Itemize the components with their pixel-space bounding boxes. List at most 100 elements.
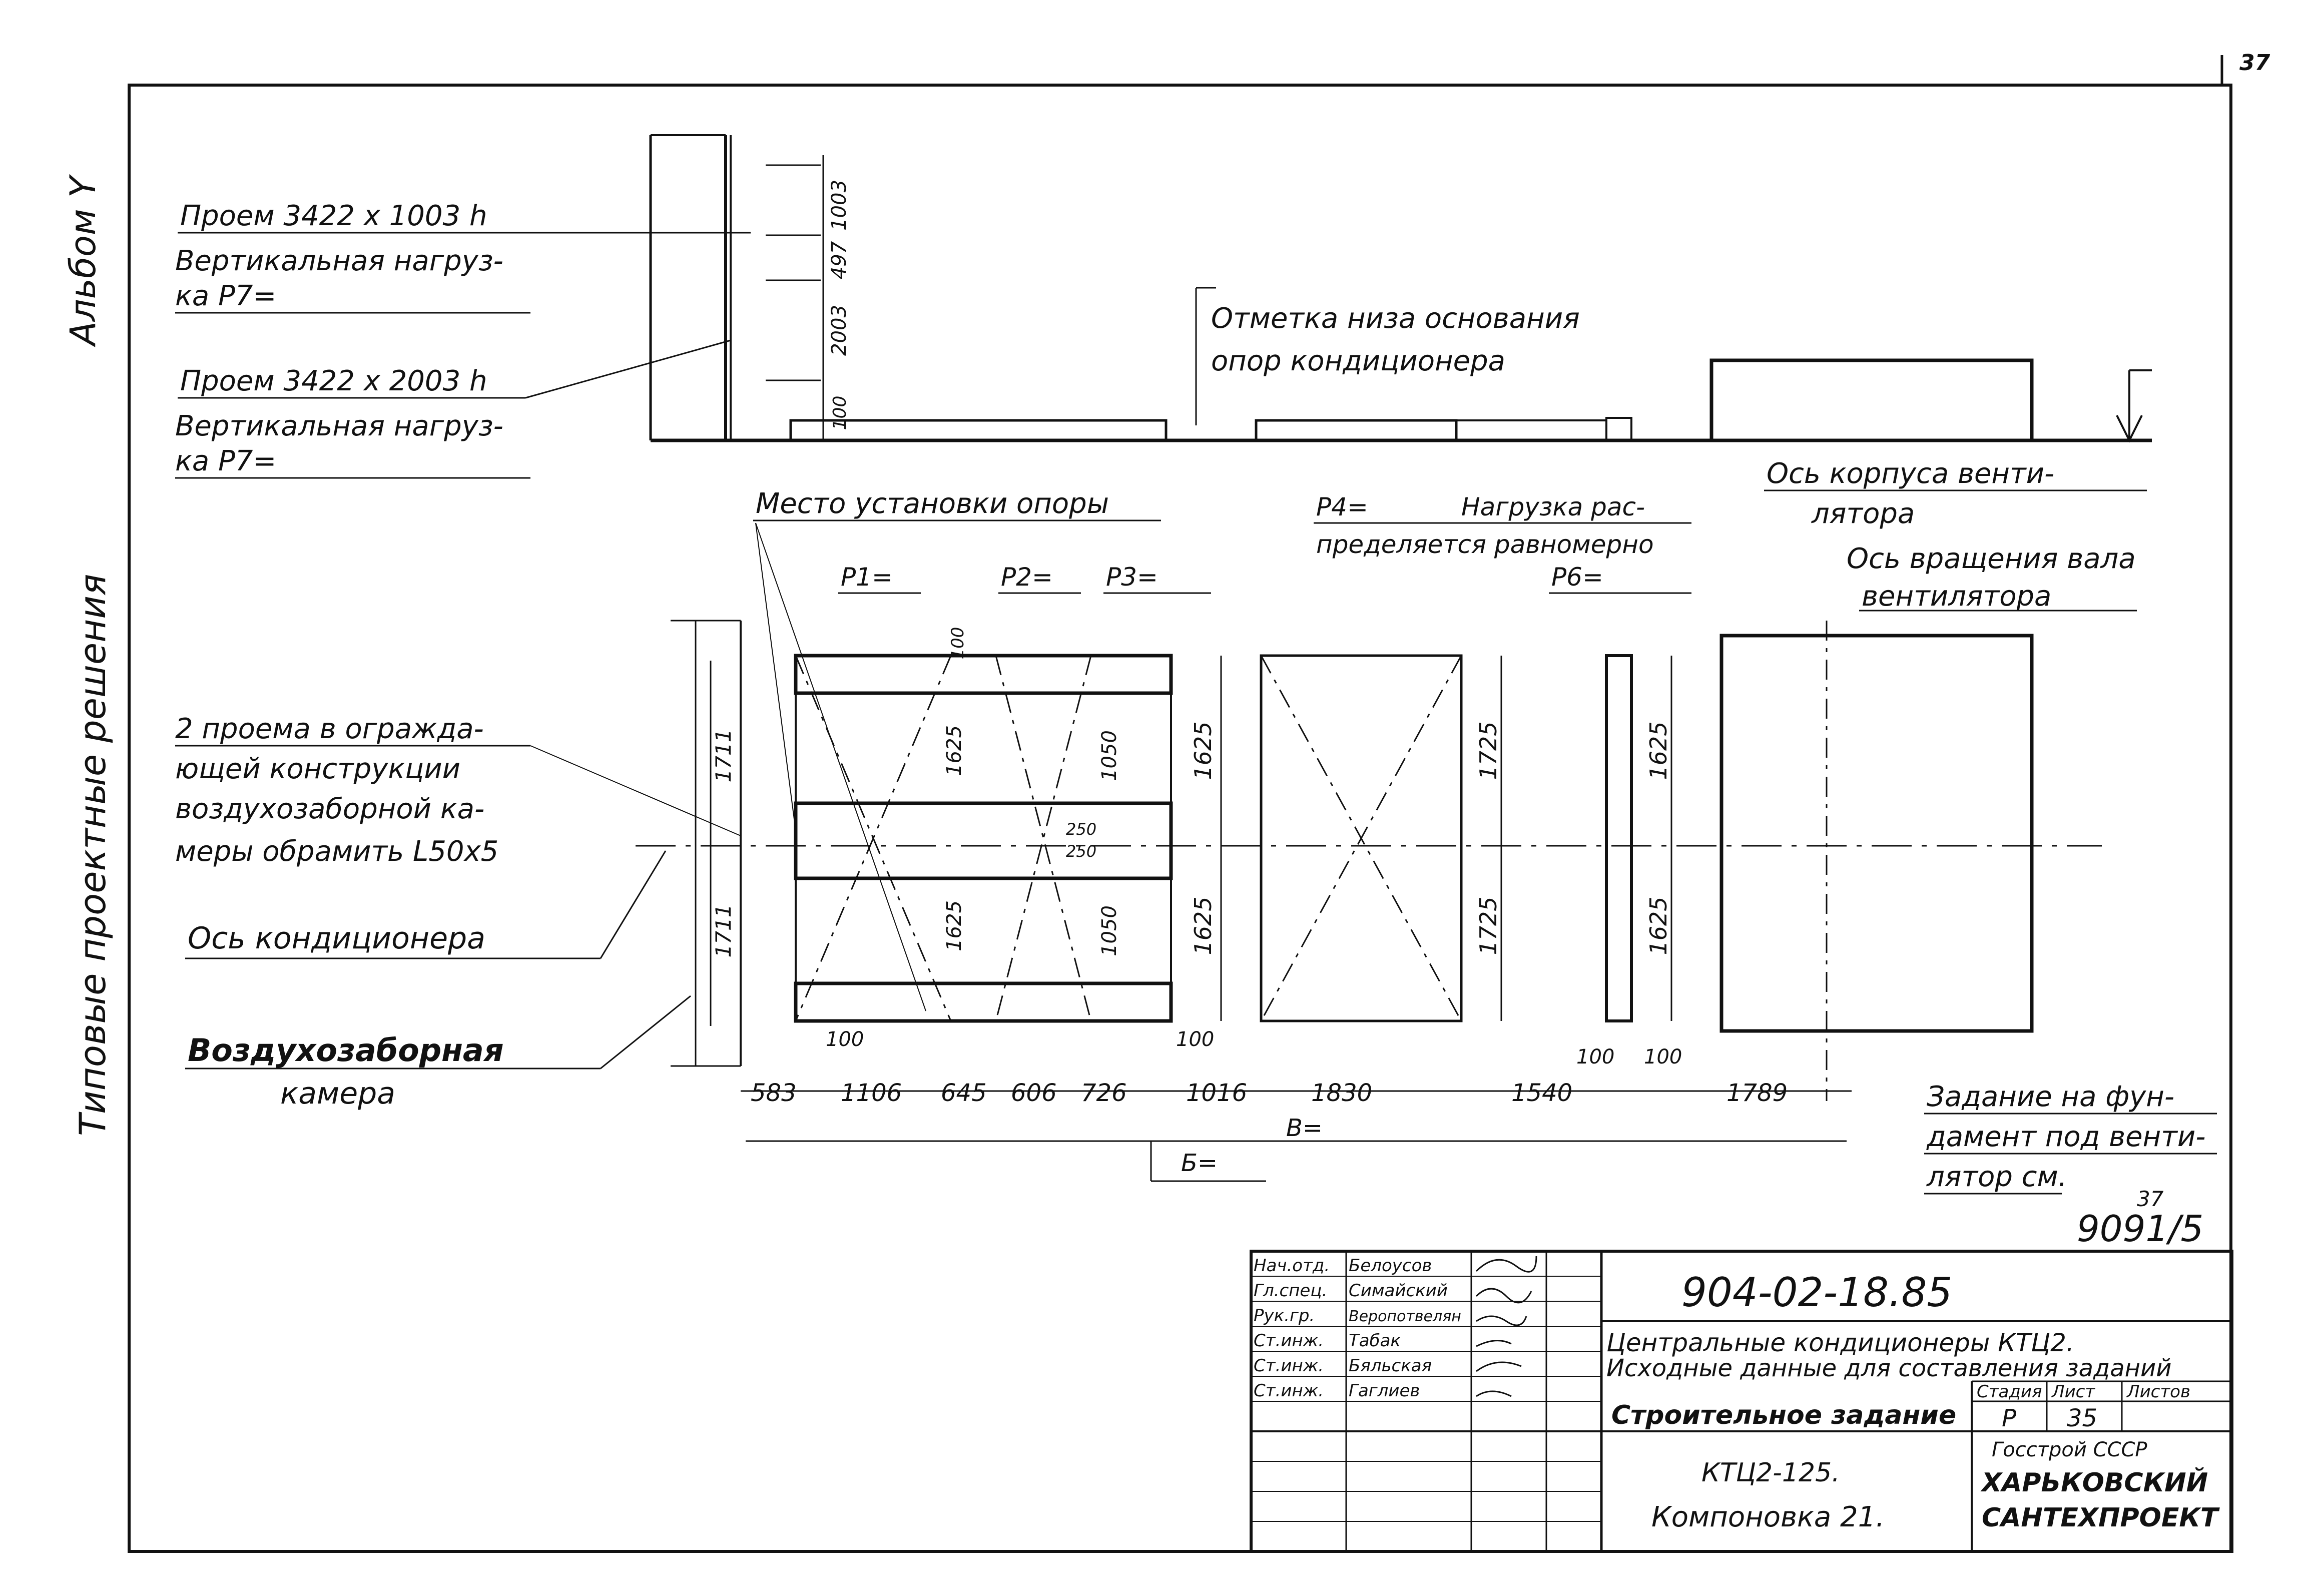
dim-1050-a: 1050: [1098, 730, 1121, 781]
dim-1016: 1016: [1186, 1079, 1247, 1107]
svg-text:Ось корпуса венти-: Ось корпуса венти-: [1767, 457, 2054, 490]
foundation-task-callout: Задание на фун- дамент под венти- лятор …: [1924, 1081, 2217, 1250]
load-p6: Р6=: [1551, 563, 1603, 592]
sheet-header: Лист: [2051, 1382, 2095, 1402]
role-3: Рук.гр.: [1254, 1306, 1315, 1326]
role-6: Ст.инж.: [1254, 1381, 1324, 1401]
sheets-header: Листов: [2126, 1382, 2190, 1402]
ref-album-number: 9091/5: [2077, 1208, 2203, 1250]
stage-value: Р: [2002, 1404, 2016, 1432]
role-5: Ст.инж.: [1254, 1356, 1324, 1376]
svg-text:воздухозаборной ка-: воздухозаборной ка-: [175, 793, 484, 825]
intake-chamber-callout: Воздухозаборная камера: [185, 995, 691, 1111]
dim-100-right: 100: [1176, 1028, 1214, 1051]
conditioner-axis-callout: Ось кондиционера: [185, 850, 667, 959]
title-line-2: Исходные данные для составления заданий: [1606, 1354, 2171, 1382]
org-line-2: ХАРЬКОВСКИЙ: [1980, 1467, 2208, 1498]
load-p4: Р4=: [1316, 492, 1368, 521]
dim-100-left: 100: [826, 1028, 864, 1051]
dim-645: 645: [941, 1079, 987, 1107]
dim-1711-bottom: 1711: [711, 904, 736, 958]
svg-text:ка Р7=: ка Р7=: [175, 280, 276, 312]
name-4: Табак: [1349, 1331, 1401, 1351]
variant-line-2: Компоновка 21.: [1651, 1501, 1885, 1533]
load-distributed-b: пределяется равномерно: [1316, 530, 1654, 559]
load-p2: Р2=: [1001, 563, 1053, 592]
typical-solutions-label: Типовые проектные решения: [72, 574, 114, 1136]
svg-text:Вертикальная нагруз-: Вертикальная нагруз-: [175, 245, 503, 277]
ref-sheet-number: 37: [2137, 1187, 2164, 1211]
role-4: Ст.инж.: [1254, 1331, 1324, 1351]
sheet-value: 35: [2067, 1404, 2097, 1432]
svg-text:меры обрамить L50х5: меры обрамить L50х5: [175, 835, 498, 868]
fan-axis-callout: Ось корпуса венти- лятора: [1764, 457, 2147, 530]
dim-1625-b: 1625: [1190, 896, 1217, 955]
name-2: Симайский: [1349, 1281, 1448, 1301]
opening-2-callout: Проем 3422 х 2003 h Вертикальная нагруз-…: [175, 339, 731, 479]
dim-583: 583: [751, 1079, 797, 1107]
dim-606: 606: [1011, 1079, 1057, 1107]
total-width-b: В=: [1286, 1114, 1323, 1142]
load-p3: Р3=: [1106, 563, 1158, 592]
signature-4: [1476, 1340, 1512, 1347]
svg-text:Ось кондиционера: Ось кондиционера: [188, 921, 485, 956]
signature-6: [1476, 1390, 1512, 1397]
svg-text:Проем 3422 х 2003 h: Проем 3422 х 2003 h: [180, 365, 487, 397]
svg-text:камера: камера: [280, 1076, 395, 1111]
signature-1: [1475, 1256, 1537, 1273]
dim-1106: 1106: [841, 1079, 902, 1107]
dim-100-pl: 100: [1576, 1045, 1614, 1069]
svg-text:Задание на фун-: Задание на фун-: [1927, 1081, 2174, 1113]
svg-text:Ось вращения вала: Ось вращения вала: [1847, 543, 2136, 575]
dim-250-b: 250: [1066, 842, 1096, 861]
elevation-view: 1003 497 2003 100: [649, 134, 2152, 443]
task-type: Строительное задание: [1611, 1400, 1956, 1430]
name-5: Бяльская: [1349, 1356, 1432, 1376]
svg-text:ющей конструкции: ющей конструкции: [175, 753, 460, 785]
plan-view: 1711 1711 1625 1625 1625 1625 1725 1725 …: [636, 620, 2102, 1182]
bottom-dimension-chain: 583 1106 645 606 726 1016 1830 1540 1789…: [751, 1079, 1788, 1177]
svg-text:лятора: лятора: [1811, 497, 1915, 530]
svg-text:ка Р7=: ка Р7=: [175, 445, 276, 477]
dim-250-a: 250: [1066, 820, 1096, 839]
fan-shaft-callout: Ось вращения вала вентилятора: [1847, 543, 2137, 613]
dim-1725-b: 1725: [1475, 896, 1502, 955]
dim-726: 726: [1081, 1079, 1127, 1107]
openings-callout: 2 проема в огражда- ющей конструкции воз…: [175, 713, 741, 868]
dim-1711-top: 1711: [711, 729, 736, 783]
svg-text:Вертикальная нагруз-: Вертикальная нагруз-: [175, 410, 503, 442]
opening-1-callout: Проем 3422 х 1003 h Вертикальная нагруз-…: [175, 200, 751, 314]
dim-1625-f: 1625: [1645, 896, 1672, 955]
dim-1725-a: 1725: [1475, 721, 1502, 780]
name-3: Веропотвелян: [1349, 1308, 1461, 1325]
support-place-callout: Место установки опоры: [753, 487, 1161, 1011]
org-line-1: Госстрой СССР: [1992, 1438, 2147, 1461]
base-mark-callout: Отметка низа основания опор кондиционера: [1211, 302, 1580, 377]
album-label: Альбом Y: [63, 174, 104, 347]
svg-text:Альбом Y: Альбом Y: [63, 174, 104, 347]
dim-1625-d: 1625: [943, 900, 966, 951]
load-distributed-a: Нагрузка рас-: [1461, 492, 1645, 521]
svg-text:Отметка низа основания: Отметка низа основания: [1211, 302, 1580, 335]
document-number: 904-02-18.85: [1681, 1269, 1952, 1316]
role-2: Гл.спец.: [1254, 1281, 1327, 1301]
role-1: Нач.отд.: [1254, 1256, 1330, 1276]
elev-dim-100: 100: [830, 396, 850, 430]
svg-text:вентилятора: вентилятора: [1862, 580, 2051, 613]
signature-3: [1476, 1315, 1527, 1326]
svg-text:Воздухозаборная: Воздухозаборная: [188, 1032, 504, 1069]
dim-1789: 1789: [1726, 1079, 1788, 1107]
title-line-1: Центральные кондиционеры КТЦ2.: [1606, 1328, 2074, 1357]
name-1: Белоусов: [1349, 1256, 1432, 1276]
org-line-3: САНТЕХПРОЕКТ: [1982, 1503, 2220, 1533]
dim-1830: 1830: [1311, 1079, 1372, 1107]
signature-5: [1476, 1361, 1522, 1372]
elev-dim-497: 497: [828, 241, 851, 279]
elev-dim-2003: 2003: [828, 305, 851, 356]
dim-1625-e: 1625: [1645, 721, 1672, 780]
svg-text:2 проема в огражда-: 2 проема в огражда-: [175, 713, 484, 745]
dim-100-pr: 100: [1644, 1045, 1682, 1069]
svg-text:Типовые проектные решения: Типовые проектные решения: [72, 574, 114, 1136]
dim-1625-a: 1625: [1190, 721, 1217, 780]
